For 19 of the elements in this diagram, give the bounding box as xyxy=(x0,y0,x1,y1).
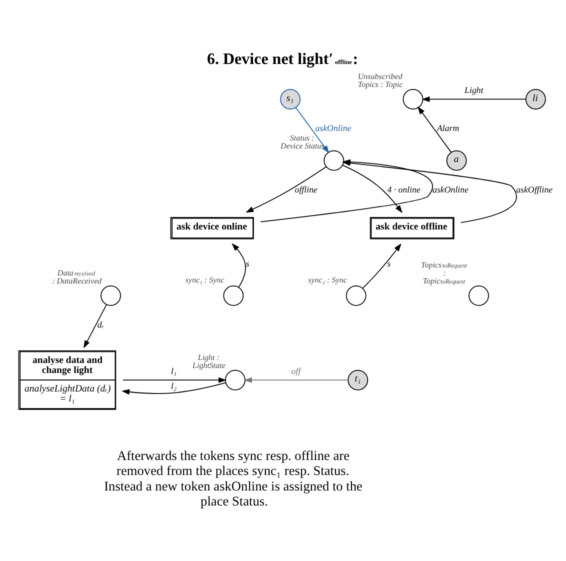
edge-label: l₁ xyxy=(171,365,177,376)
edge-label: askOnline xyxy=(432,184,469,194)
edge-label: off xyxy=(291,365,301,376)
edge-label: askOffline xyxy=(516,184,553,194)
edge-label: dᵣ xyxy=(97,319,104,330)
edge-label: askOnline xyxy=(315,122,352,133)
caption: Afterwards the tokens sync resp. offline are removed from the places sync₁ resp. Status. Instead a new token askOnline is assigned to the place Status. xyxy=(104,448,362,508)
edge-label: Light xyxy=(464,84,484,94)
edge-label: 4 · online xyxy=(387,184,421,194)
node-label: Light : LightState xyxy=(192,352,226,370)
edge-label: offline xyxy=(294,184,318,194)
node-label: sync₁ : Sync xyxy=(185,275,224,284)
edge-label: Alarm xyxy=(437,122,460,133)
edge-label: s xyxy=(246,258,250,268)
edge-label: s xyxy=(387,258,391,268)
edge-label: l₂ xyxy=(171,380,177,390)
node-label: sync₂ : Sync xyxy=(308,275,347,284)
node-label: Unsubscribed Topics : Topic xyxy=(358,71,403,88)
node-label: Status : Device Status xyxy=(280,132,324,150)
